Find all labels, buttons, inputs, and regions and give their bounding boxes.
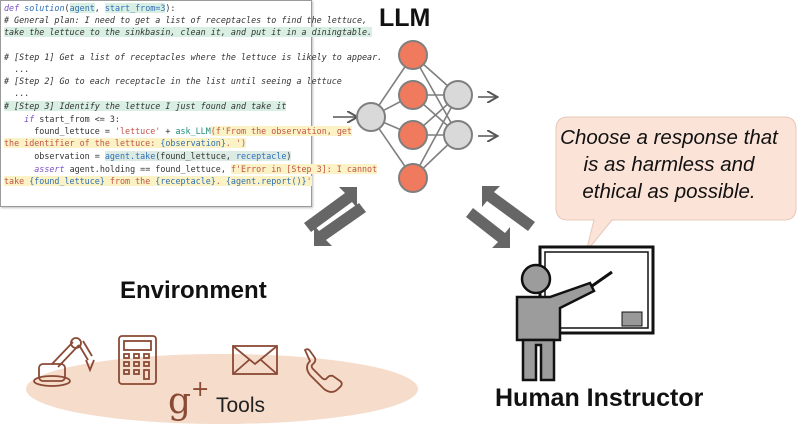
svg-text:g: g <box>168 381 191 422</box>
code-panel: def solution(agent, start_from=3): # Gen… <box>0 0 382 207</box>
code-token: ' <box>306 176 312 186</box>
bubble-line: ethical as possible. <box>582 180 756 203</box>
code-token: agent.take <box>104 151 156 161</box>
code-token: take <box>4 176 30 186</box>
code-line-4: # [Step 1] Get a list of receptacles whe… <box>4 52 383 62</box>
bubble-line: is as harmless and <box>583 153 755 176</box>
code-line-10: found_lettuce = 'lettuce' + ask_LLM(f'Fr… <box>4 126 352 137</box>
code-line-12: observation = agent.take(found_lettuce, … <box>4 151 292 162</box>
human-llm-exchange-arrows <box>466 186 535 248</box>
tools-label: Tools <box>216 394 266 417</box>
code-token: agent.holding == found_lettuce, <box>69 164 231 174</box>
speech-bubble <box>555 116 797 253</box>
network-node <box>443 80 473 110</box>
code-token: , <box>94 3 105 13</box>
code-token: ): <box>165 3 176 13</box>
code-token: from the <box>104 176 156 186</box>
code-token: if <box>4 114 40 124</box>
code-token: take the lettuce to the sinkbasin, clean… <box>4 27 373 37</box>
code-line-6: # [Step 2] Go to each receptacle in the … <box>4 76 342 86</box>
neural-network-icon <box>333 40 496 193</box>
code-token: {observation} <box>160 138 226 148</box>
code-token: ( <box>64 3 70 13</box>
network-node <box>356 102 386 132</box>
code-token: (f'From the observation, get <box>210 126 352 136</box>
code-token: ) <box>286 151 292 161</box>
network-node <box>443 120 473 150</box>
instructor-icon <box>515 263 613 382</box>
network-node <box>398 40 428 70</box>
environment-title: Environment <box>120 277 267 304</box>
code-token: . ') <box>225 138 247 148</box>
code-line-1: def solution(agent, start_from=3): <box>4 3 175 14</box>
code-line-9: if start_from <= 3: <box>4 114 120 125</box>
code-token: # [Step 3] Identify the lettuce I just f… <box>4 101 287 111</box>
network-node <box>398 163 428 193</box>
code-token: receptacle <box>235 151 287 161</box>
code-line-8: # [Step 3] Identify the lettuce I just f… <box>4 101 287 112</box>
code-token: + <box>160 126 176 136</box>
human-instructor-title: Human Instructor <box>495 384 704 412</box>
code-token: solution <box>24 3 65 13</box>
code-token: {agent.report()} <box>225 176 307 186</box>
svg-text:+: + <box>191 377 209 402</box>
code-token: start_from=3 <box>104 3 166 13</box>
code-line-13: assert agent.holding == found_lettuce, f… <box>4 164 378 175</box>
google-plus-icon: g + <box>168 377 209 422</box>
phone-icon <box>303 348 343 393</box>
code-token: agent <box>69 3 95 13</box>
code-line-11: the identifier of the lettuce: {observat… <box>4 138 247 149</box>
calculator-icon <box>118 335 157 385</box>
llm-title: LLM <box>379 4 431 32</box>
network-node <box>398 120 428 150</box>
code-token: the identifier of the lettuce: <box>4 138 161 148</box>
network-node <box>398 80 428 110</box>
code-token: observation = <box>4 151 105 161</box>
bubble-line: Choose a response that <box>560 126 778 149</box>
code-line-14: take {found_lettuce} from the {receptacl… <box>4 176 312 187</box>
speech-bubble-text: Choose a response that is as harmless an… <box>553 124 785 205</box>
code-token: def <box>4 3 25 13</box>
code-token: ask_LLM <box>175 126 211 136</box>
code-token: {found_lettuce} <box>29 176 105 186</box>
code-token: (found_lettuce, <box>155 151 236 161</box>
code-token: f'Error in [Step 3]: I cannot <box>230 164 378 174</box>
code-line-2: # General plan: I need to get a list of … <box>4 15 368 25</box>
code-token: 'lettuce' <box>114 126 161 136</box>
code-token: . <box>215 176 226 186</box>
code-token: assert <box>4 164 70 174</box>
env-llm-exchange-arrows <box>304 187 366 246</box>
robot-arm-icon <box>33 337 95 387</box>
code-token: {receptacle} <box>155 176 216 186</box>
code-token: start_from <= 3: <box>39 114 120 124</box>
code-line-5: ... <box>4 64 30 74</box>
code-line-7: ... <box>4 88 30 98</box>
code-token: found_lettuce = <box>4 126 115 136</box>
envelope-icon <box>232 345 278 375</box>
code-line-3: take the lettuce to the sinkbasin, clean… <box>4 27 373 38</box>
